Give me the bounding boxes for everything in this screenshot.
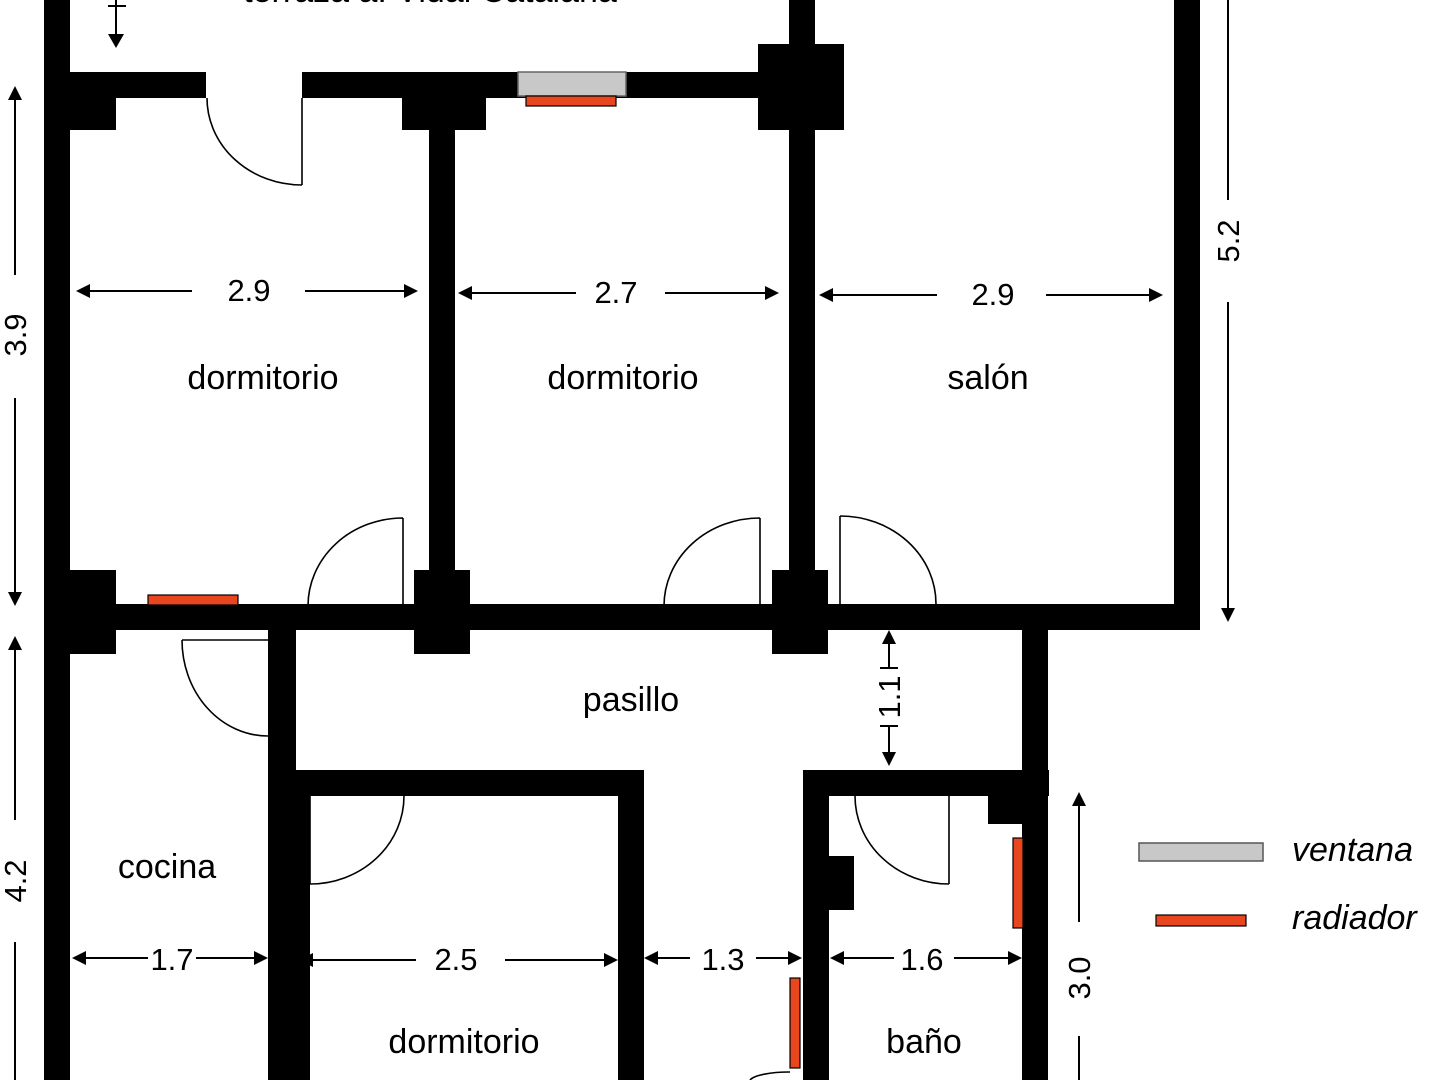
terrace-arrow [108,0,126,48]
door-dormitorio-1-bottom [307,517,404,607]
outer-wall-left [44,0,70,1080]
dimension-cocina-width: 1.7 [72,942,268,977]
terrace-arrow-head [108,34,124,48]
dimension-label-bano-width: 1.6 [900,942,943,977]
dimension-label-corridor-width: 1.3 [701,942,744,977]
dimension-pasillo-gap: 1.1 [872,630,907,766]
dimension-corridor-width: 1.3 [644,942,802,977]
legend-label-radiator: radiador [1292,899,1418,937]
wall-salon-right [1174,0,1200,630]
door-dormitorio-1-top [206,97,303,186]
wall-bano-left [803,770,829,1080]
partition-dormitorio-2-salon [789,100,815,580]
wall-dormitorio-3-top [296,770,644,796]
dimension-left-upper-height: 3.9 [0,86,33,606]
dimension-bano-height: 3.0 [1062,792,1097,1080]
room-label-salon: salón [947,359,1028,397]
dimension-dormitorio-1-width: 2.9 [76,273,418,308]
wall-mid-block-left [66,570,116,654]
legend-swatch-radiator [1155,914,1247,927]
partition-dormitorio-1-2 [429,100,455,580]
dimension-salon-width: 2.9 [819,277,1163,312]
legend-label-window: ventana [1292,831,1413,869]
radiator-bano [1012,837,1024,929]
walls [44,0,1200,1080]
radiator-dormitorio-1 [147,594,239,606]
wall-dormitorio-3-left-inner [296,796,310,1080]
room-label-cocina: cocina [118,848,216,886]
dimension-label-dormitorio-1-width: 2.9 [227,273,270,308]
radiator-dormitorio-2 [525,95,617,107]
door-dormitorio-2-bottom [663,517,761,607]
dimension-dormitorio-2-width: 2.7 [458,275,779,310]
dimension-bano-width: 1.6 [830,942,1022,977]
room-labels: dormitorio dormitorio salón pasillo coci… [118,359,1029,1061]
dimension-label-salon-width: 2.9 [971,277,1014,312]
dimension-label-salon-height: 5.2 [1211,219,1246,262]
room-label-dormitorio-1: dormitorio [187,359,338,397]
dimension-label-dormitorio-3-width: 2.5 [434,942,477,977]
wall-bano-block-left [826,856,854,910]
door-cocina [181,639,269,737]
door-salon [839,515,937,605]
fixtures [147,71,1024,1069]
wall-bano-block-upper-right [988,796,1024,824]
door-bano [854,795,950,885]
doors [181,97,950,1080]
wall-bano-right [1022,628,1048,1080]
dimension-label-left-lower-height: 4.2 [0,859,33,902]
dimension-dormitorio-3-width: 2.5 [299,942,618,977]
dimension-label-left-upper-height: 3.9 [0,313,33,356]
wall-top-block-left [66,72,116,130]
dimension-label-dormitorio-2-width: 2.7 [594,275,637,310]
door-bottom-partial [749,1071,791,1080]
room-label-pasillo: pasillo [583,681,679,719]
wall-salon-left-upper [789,0,815,60]
dimension-label-cocina-width: 1.7 [150,942,193,977]
wall-middle-horizontal [44,604,1200,630]
dimension-label-bano-height: 3.0 [1062,956,1097,999]
legend-item-window: ventana [1138,831,1413,869]
legend-swatch-window [1138,842,1264,862]
dimension-left-lower-height: 4.2 [0,636,33,1080]
wall-mid-block-center [414,570,470,654]
room-label-dormitorio-2: dormitorio [547,359,698,397]
radiator-corridor [789,977,801,1069]
legend-item-radiator: radiador [1155,899,1418,937]
wall-bano-top [803,770,1049,796]
wall-mid-block-right [772,570,828,654]
door-dormitorio-3 [309,795,405,885]
terrace-label: terraza a. Vidal Catalana [243,0,617,10]
wall-cocina-right [268,628,296,1080]
dimension-label-pasillo-gap: 1.1 [872,675,907,718]
room-label-bano: baño [886,1023,962,1061]
legend: ventana radiador [1138,831,1418,937]
window-dormitorio-2 [517,71,627,97]
room-label-dormitorio-3: dormitorio [388,1023,539,1061]
dimension-salon-height: 5.2 [1211,0,1246,622]
wall-dormitorio-3-right [618,770,644,1080]
